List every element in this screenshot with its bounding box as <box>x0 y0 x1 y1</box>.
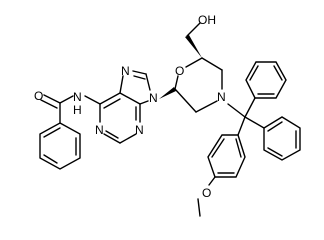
o-c-ring-bond <box>185 57 203 68</box>
benzoyl-group <box>39 94 101 170</box>
amide-nitrogen-label: N <box>73 90 82 104</box>
upper-phenyl-double-1 <box>249 65 259 81</box>
methoxy-oxygen-label: O <box>202 186 211 200</box>
right-phenyl-double-1 <box>267 121 283 132</box>
ring-nitrogen-label: N <box>217 90 226 104</box>
amide-oxygen-label: O <box>34 89 43 103</box>
c-c-ring-bond-left <box>174 88 197 113</box>
n3-c2-bond <box>119 133 137 144</box>
n-c-ring-bond-bottom <box>195 100 218 113</box>
right-phenyl-double-3 <box>267 147 283 157</box>
amide-hydrogen-label: H <box>73 103 82 117</box>
c5-n7-bond <box>119 75 124 94</box>
c5-c4-bond <box>119 92 141 105</box>
ch2-oh-bond <box>186 22 201 37</box>
o-methyl-bond <box>197 198 201 217</box>
c6-c5-bond <box>99 92 121 105</box>
trityl-upper-bond <box>244 97 256 118</box>
c2-n1-double <box>105 130 119 139</box>
c-c-ring-bond-right <box>201 57 223 71</box>
n-purine-bond <box>84 95 101 105</box>
trityl-lower-bond <box>237 116 246 136</box>
trityl-group <box>197 61 301 217</box>
amide-cn-bond <box>59 95 74 104</box>
n7-c8-bond <box>132 70 147 75</box>
purine-n3-label: N <box>135 123 144 137</box>
trityl-right-bond <box>244 116 265 129</box>
c6-c5-double <box>103 98 121 109</box>
hydroxymethyl-wedge <box>185 35 202 58</box>
c8-n9-bond <box>145 73 151 91</box>
methoxyphenyl-ring <box>207 134 246 178</box>
c-o-ring-bond <box>174 75 179 90</box>
carbonyl-double-bond-b <box>40 99 58 109</box>
benzoyl-ring-double-1 <box>43 127 61 138</box>
n-trityl-bond <box>227 103 246 118</box>
benzoyl-ring-double-3 <box>43 154 58 164</box>
n9-c4-bond <box>139 100 149 105</box>
aryl-o-bond <box>208 176 216 186</box>
n9-morpholine-wedge <box>159 87 176 99</box>
hydroxyl-label: OH <box>198 13 216 27</box>
purine-system <box>99 70 151 144</box>
methoxyphenyl-double-3 <box>235 138 242 158</box>
right-phenyl-ring <box>263 116 301 161</box>
morpholine-ring <box>159 22 223 113</box>
purine-n1-label: N <box>95 123 104 137</box>
carbonyl-double-bond-a <box>43 94 61 104</box>
upper-phenyl-ring <box>245 61 287 99</box>
n7-c8-double <box>133 75 146 80</box>
benzoyl-ring <box>39 122 81 170</box>
ring-oxygen-label: O <box>175 64 184 78</box>
methoxyphenyl-double-1 <box>211 138 225 158</box>
purine-n7-label: N <box>121 64 130 78</box>
upper-phenyl-double-2 <box>273 65 283 81</box>
c2-n1-bond <box>103 133 121 144</box>
purine-n9-label: N <box>149 91 158 105</box>
